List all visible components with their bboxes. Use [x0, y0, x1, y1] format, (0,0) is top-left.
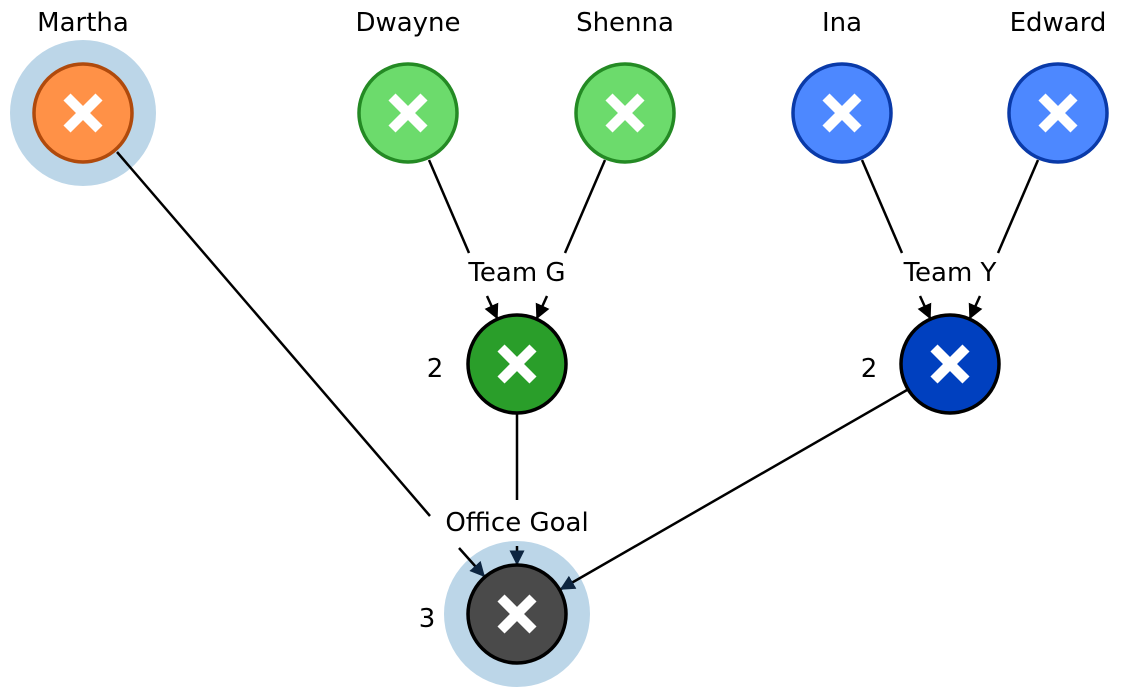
x-icon	[605, 93, 645, 133]
ina-label: Ina	[822, 8, 862, 38]
edge-dwayne-team-g-upper	[427, 159, 471, 254]
dwayne-label: Dwayne	[355, 8, 460, 38]
edge-dwayne-team-g-lower	[484, 295, 499, 320]
team-y-label: Team Y	[903, 258, 997, 288]
node-team-y[interactable]	[899, 313, 1001, 415]
edge-martha-office-goal-upper	[116, 151, 431, 517]
team-g-count: 2	[427, 354, 444, 384]
node-shenna[interactable]	[574, 62, 676, 164]
x-icon	[930, 344, 970, 384]
edge-shenna-team-g-lower	[535, 295, 550, 320]
node-ina[interactable]	[791, 62, 893, 164]
martha-label: Martha	[37, 8, 129, 38]
shenna-label: Shenna	[576, 8, 674, 38]
x-icon	[497, 594, 537, 634]
edge-ina-team-y-lower	[917, 295, 932, 320]
edge-team-y-office-goal	[559, 388, 908, 591]
node-office-goal[interactable]	[466, 563, 568, 665]
team-g-label: Team G	[467, 258, 565, 288]
office-goal-label: Office Goal	[445, 508, 588, 538]
office-goal-count: 3	[419, 604, 436, 634]
edge-ina-team-y-upper	[860, 159, 904, 254]
node-edward[interactable]	[1007, 62, 1109, 164]
x-icon	[63, 93, 103, 133]
edge-shenna-team-g-upper	[563, 159, 607, 254]
x-icon	[497, 344, 537, 384]
team-y-count: 2	[861, 354, 878, 384]
edward-label: Edward	[1010, 8, 1107, 38]
node-team-g[interactable]	[466, 313, 568, 415]
x-icon	[822, 93, 862, 133]
edge-edward-team-y-upper	[996, 159, 1040, 254]
x-icon	[1038, 93, 1078, 133]
node-martha[interactable]	[32, 62, 134, 164]
node-dwayne[interactable]	[357, 62, 459, 164]
x-icon	[388, 93, 428, 133]
edge-martha-office-goal-lower	[458, 547, 485, 578]
edge-edward-team-y-lower	[968, 295, 983, 320]
